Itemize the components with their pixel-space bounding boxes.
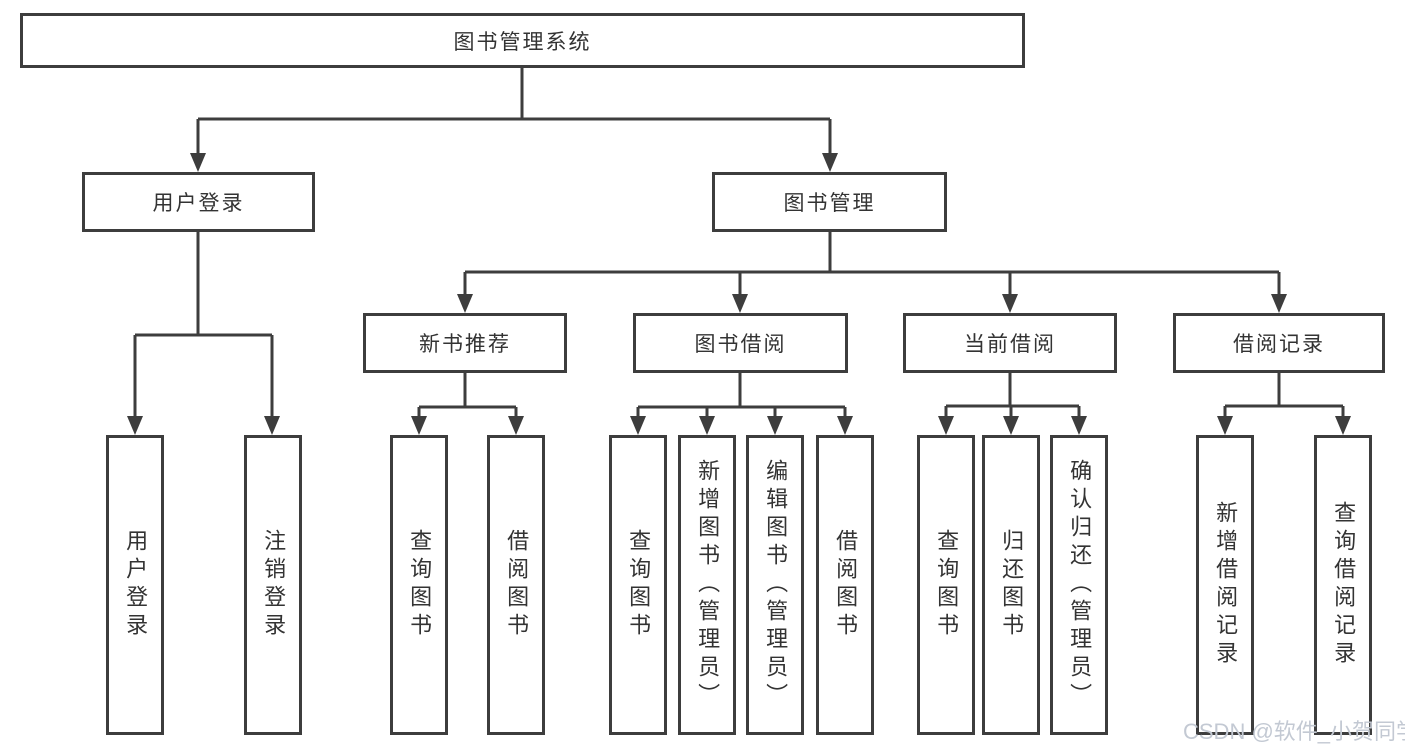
leaf-label: 用户登录 (123, 529, 149, 641)
leaf-edit-books-admin: 编辑图书（管理员） (746, 435, 804, 735)
node-current-borrow: 当前借阅 (903, 313, 1117, 373)
leaf-query-books-borrow: 查询图书 (609, 435, 667, 735)
leaf-return-books: 归还图书 (982, 435, 1040, 735)
node-new-book-recommend: 新书推荐 (363, 313, 567, 373)
leaf-label: 注销登录 (261, 529, 287, 641)
leaf-label: 归还图书 (999, 529, 1025, 641)
node-user-login-branch: 用户登录 (82, 172, 315, 232)
node-book-borrow: 图书借阅 (633, 313, 848, 373)
leaf-label: 查询借阅记录 (1331, 501, 1357, 669)
leaf-add-borrow-record: 新增借阅记录 (1196, 435, 1254, 735)
leaf-label: 新增借阅记录 (1213, 501, 1239, 669)
leaf-borrow-books-recommend: 借阅图书 (487, 435, 545, 735)
leaf-logout: 注销登录 (244, 435, 302, 735)
leaf-borrow-books: 借阅图书 (816, 435, 874, 735)
node-borrow-records: 借阅记录 (1173, 313, 1385, 373)
node-book-management-branch: 图书管理 (712, 172, 947, 232)
csdn-watermark: CSDN @软件_小贺同学 (1183, 719, 1405, 744)
leaf-query-books-current: 查询图书 (917, 435, 975, 735)
leaf-query-borrow-record: 查询借阅记录 (1314, 435, 1372, 735)
node-library-system: 图书管理系统 (20, 13, 1025, 68)
leaf-add-books-admin: 新增图书（管理员） (678, 435, 736, 735)
leaf-label: 查询图书 (934, 529, 960, 641)
leaf-query-books-recommend: 查询图书 (390, 435, 448, 735)
leaf-label: 编辑图书（管理员） (763, 459, 789, 711)
leaf-label: 借阅图书 (833, 529, 859, 641)
leaf-label: 确认归还（管理员） (1067, 459, 1093, 711)
leaf-label: 新增图书（管理员） (695, 459, 721, 711)
leaf-label: 借阅图书 (504, 529, 530, 641)
leaf-user-login: 用户登录 (106, 435, 164, 735)
leaf-confirm-return-admin: 确认归还（管理员） (1050, 435, 1108, 735)
leaf-label: 查询图书 (407, 529, 433, 641)
leaf-label: 查询图书 (626, 529, 652, 641)
